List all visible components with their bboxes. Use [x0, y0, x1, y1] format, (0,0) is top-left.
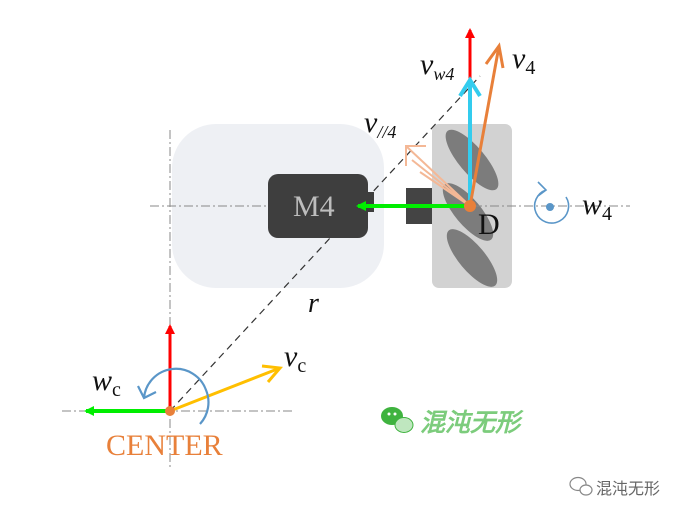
wechat-icon	[381, 407, 414, 433]
vc-arrow	[169, 364, 283, 413]
center-label: CENTER	[106, 429, 223, 462]
watermark-text: 混沌无形	[420, 409, 524, 437]
v4-arrow	[468, 42, 505, 207]
wechat-small-icon	[569, 476, 593, 496]
radius-line	[169, 75, 481, 412]
point-d-label: D	[478, 208, 500, 241]
v-w4-arrow	[458, 76, 482, 206]
watermark: 混沌无形	[381, 407, 524, 437]
w4-rotation-icon	[533, 181, 570, 224]
v-w4-label: vw4	[420, 48, 454, 84]
wc-label: wc	[92, 364, 121, 401]
point-d	[464, 200, 476, 212]
w4-label: w4	[582, 188, 612, 225]
motor-m4	[268, 174, 368, 238]
radius-label: r	[308, 288, 319, 319]
v4-label: v4	[512, 42, 535, 79]
footer-watermark-text: 混沌无形	[596, 480, 660, 498]
v-parallel-4-arrows	[405, 145, 471, 207]
vc-label: vc	[284, 340, 306, 377]
wc-rotation-icon	[137, 367, 210, 425]
v-parallel-4-label: v//4	[364, 106, 396, 142]
motor-label: M4	[293, 190, 335, 223]
center-point	[165, 406, 175, 416]
footer-watermark: 混沌无形	[569, 476, 660, 498]
motor-shaft-cap	[364, 192, 374, 212]
